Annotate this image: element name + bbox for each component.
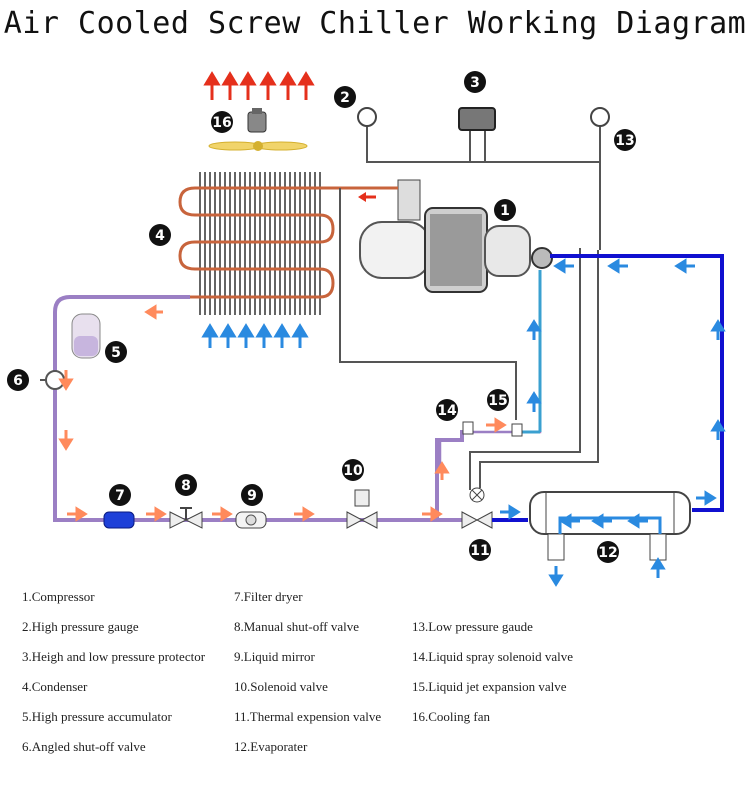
svg-text:15: 15 <box>488 393 507 409</box>
badge-7: 7 <box>109 484 131 506</box>
legend-item: 10.Solenoid valve <box>234 679 328 694</box>
legend-item: 16.Cooling fan <box>412 709 490 724</box>
svg-text:6: 6 <box>13 373 23 389</box>
badge-11: 11 <box>469 539 491 561</box>
legend-item: 15.Liquid jet expansion valve <box>412 679 567 694</box>
svg-text:9: 9 <box>247 488 257 504</box>
svg-text:1: 1 <box>500 203 510 219</box>
svg-text:11: 11 <box>470 543 489 559</box>
solenoid-valve-icon <box>346 489 378 529</box>
cold-air-arrows <box>201 323 309 348</box>
legend-item: 2.High pressure gauge <box>22 619 139 634</box>
refrigerant-flow-arrows <box>58 304 507 522</box>
control-lines <box>339 125 601 490</box>
compressor-icon <box>359 179 553 293</box>
legend-item: 4.Condenser <box>22 679 88 694</box>
svg-text:12: 12 <box>598 545 617 561</box>
badge-1: 1 <box>494 199 516 221</box>
cooling-fan-icon <box>208 108 308 151</box>
legend-item: 7.Filter dryer <box>234 589 303 604</box>
badge-5: 5 <box>105 341 127 363</box>
condenser-coil <box>178 186 345 299</box>
legend-item: 12.Evaporater <box>234 739 308 754</box>
badge-12: 12 <box>597 541 619 563</box>
badge-9: 9 <box>241 484 263 506</box>
badge-4: 4 <box>149 224 171 246</box>
water-flow-arrows <box>500 258 726 587</box>
svg-text:8: 8 <box>181 478 191 494</box>
pressure-protector-icon <box>458 107 496 131</box>
badge-10: 10 <box>342 459 364 481</box>
filter-dryer-icon <box>103 511 135 529</box>
badge-14: 14 <box>436 399 458 421</box>
low-pressure-gauge-icon <box>590 107 610 127</box>
legend-item: 6.Angled shut-off valve <box>22 739 146 754</box>
badge-3: 3 <box>464 71 486 93</box>
badge-6: 6 <box>7 369 29 391</box>
diagram-title: Air Cooled Screw Chiller Working Diagram <box>3 6 747 41</box>
expansion-valve-icon <box>461 487 493 529</box>
svg-text:16: 16 <box>212 115 231 131</box>
badge-16: 16 <box>211 111 233 133</box>
badge-2: 2 <box>334 86 356 108</box>
legend-item: 8.Manual shut-off valve <box>234 619 360 634</box>
jet-expansion-valve-icon <box>511 423 523 437</box>
accumulator-icon <box>71 313 101 359</box>
hot-air-arrows <box>203 71 315 100</box>
manual-valve-icon <box>169 507 203 529</box>
legend-item: 3.Heigh and low pressure protector <box>22 649 206 664</box>
badge-13: 13 <box>614 129 636 151</box>
badge-8: 8 <box>175 474 197 496</box>
refrigerant-line <box>53 295 464 522</box>
legend-item: 5.High pressure accumulator <box>22 709 172 724</box>
svg-text:4: 4 <box>155 228 165 244</box>
badge-15: 15 <box>487 389 509 411</box>
legend-item: 1.Compressor <box>22 589 95 604</box>
svg-text:10: 10 <box>343 463 363 479</box>
liquid-mirror-icon <box>235 511 267 529</box>
svg-text:14: 14 <box>437 403 457 419</box>
high-pressure-gauge-icon <box>357 107 377 127</box>
chilled-water-line <box>492 254 724 522</box>
svg-text:5: 5 <box>111 345 121 361</box>
svg-text:2: 2 <box>340 90 350 106</box>
spray-solenoid-icon <box>462 421 474 435</box>
svg-text:13: 13 <box>615 133 634 149</box>
legend-item: 9.Liquid mirror <box>234 649 315 664</box>
svg-text:3: 3 <box>470 75 480 91</box>
svg-text:7: 7 <box>115 488 125 504</box>
legend-item: 13.Low pressure gaude <box>412 619 533 634</box>
legend-item: 14.Liquid spray solenoid valve <box>412 649 574 664</box>
legend-item: 11.Thermal expension valve <box>234 709 382 724</box>
